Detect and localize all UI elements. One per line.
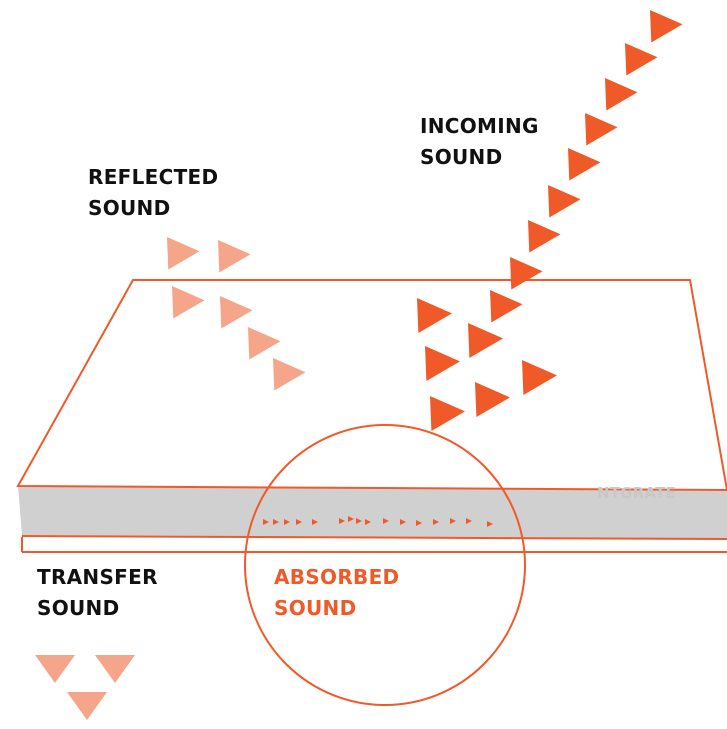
reflected-sound-label: REFLECTED SOUND	[88, 162, 218, 224]
reflected-sound-arrow	[172, 286, 205, 319]
incoming-sound-arrow	[522, 360, 557, 395]
absorbed-sound-arrow	[312, 519, 318, 525]
incoming-label-line-1: INCOMING	[420, 114, 539, 138]
brand-label: NTGRATE	[597, 484, 676, 502]
absorbed-sound-arrow	[296, 519, 302, 525]
absorbed-label-line-1: ABSORBED	[274, 565, 400, 589]
incoming-sound-arrow	[430, 396, 465, 431]
absorbed-sound-arrow	[416, 520, 422, 526]
absorbed-label-line-2: SOUND	[274, 596, 357, 620]
transfer-label-line-1: TRANSFER	[37, 565, 158, 589]
incoming-sound-arrow	[650, 10, 683, 43]
incoming-sound-arrow	[625, 43, 658, 76]
reflected-sound-arrow	[218, 240, 251, 273]
incoming-sound-arrow	[605, 78, 638, 111]
incoming-sound-arrow	[425, 346, 460, 381]
panel-edge-band	[18, 486, 727, 539]
absorbed-sound-arrow	[433, 519, 439, 525]
absorbed-sound-arrow	[348, 516, 354, 522]
absorbed-sound-arrow	[273, 519, 279, 525]
incoming-sound-arrow	[548, 185, 581, 218]
absorbed-sound-arrow	[450, 518, 456, 524]
panel-mid-line	[21, 535, 727, 540]
incoming-sound-arrow	[528, 220, 561, 253]
absorbed-sound-arrow	[339, 518, 345, 524]
incoming-sound-arrow	[568, 148, 601, 181]
reflected-sound-arrow	[248, 327, 281, 360]
reflected-sound-arrow	[167, 237, 200, 270]
incoming-sound-arrow	[510, 257, 543, 290]
incoming-sound-label: INCOMING SOUND	[420, 111, 539, 173]
transfer-sound-label: TRANSFER SOUND	[37, 562, 158, 624]
incoming-sound-arrow	[585, 113, 618, 146]
absorbed-sound-label: ABSORBED SOUND	[274, 562, 399, 624]
absorbed-sound-arrow	[284, 519, 290, 525]
incoming-sound-arrow	[468, 323, 503, 358]
absorption-zoom-circle	[244, 424, 526, 706]
absorbed-sound-arrow	[365, 519, 371, 525]
transfer-sound-arrow	[35, 655, 75, 683]
reflected-sound-arrow	[220, 296, 253, 329]
incoming-sound-arrow	[490, 290, 523, 323]
absorbed-sound-arrow	[263, 519, 269, 525]
reflected-label-line-2: SOUND	[88, 196, 171, 220]
reflected-label-line-1: REFLECTED	[88, 165, 219, 189]
panel-top-face	[16, 279, 727, 492]
absorbed-sound-arrow	[356, 518, 362, 524]
incoming-sound-arrow	[475, 382, 510, 417]
reflected-sound-arrow	[273, 358, 306, 391]
absorbed-sound-arrow	[487, 521, 493, 527]
absorbed-sound-arrow	[383, 518, 389, 524]
absorbed-sound-arrow	[400, 519, 406, 525]
transfer-sound-arrow	[67, 692, 107, 720]
incoming-label-line-2: SOUND	[420, 145, 503, 169]
transfer-label-line-2: SOUND	[37, 596, 120, 620]
absorbed-sound-arrow	[466, 518, 472, 524]
transfer-sound-arrow	[95, 655, 135, 683]
incoming-sound-arrow	[417, 298, 452, 333]
